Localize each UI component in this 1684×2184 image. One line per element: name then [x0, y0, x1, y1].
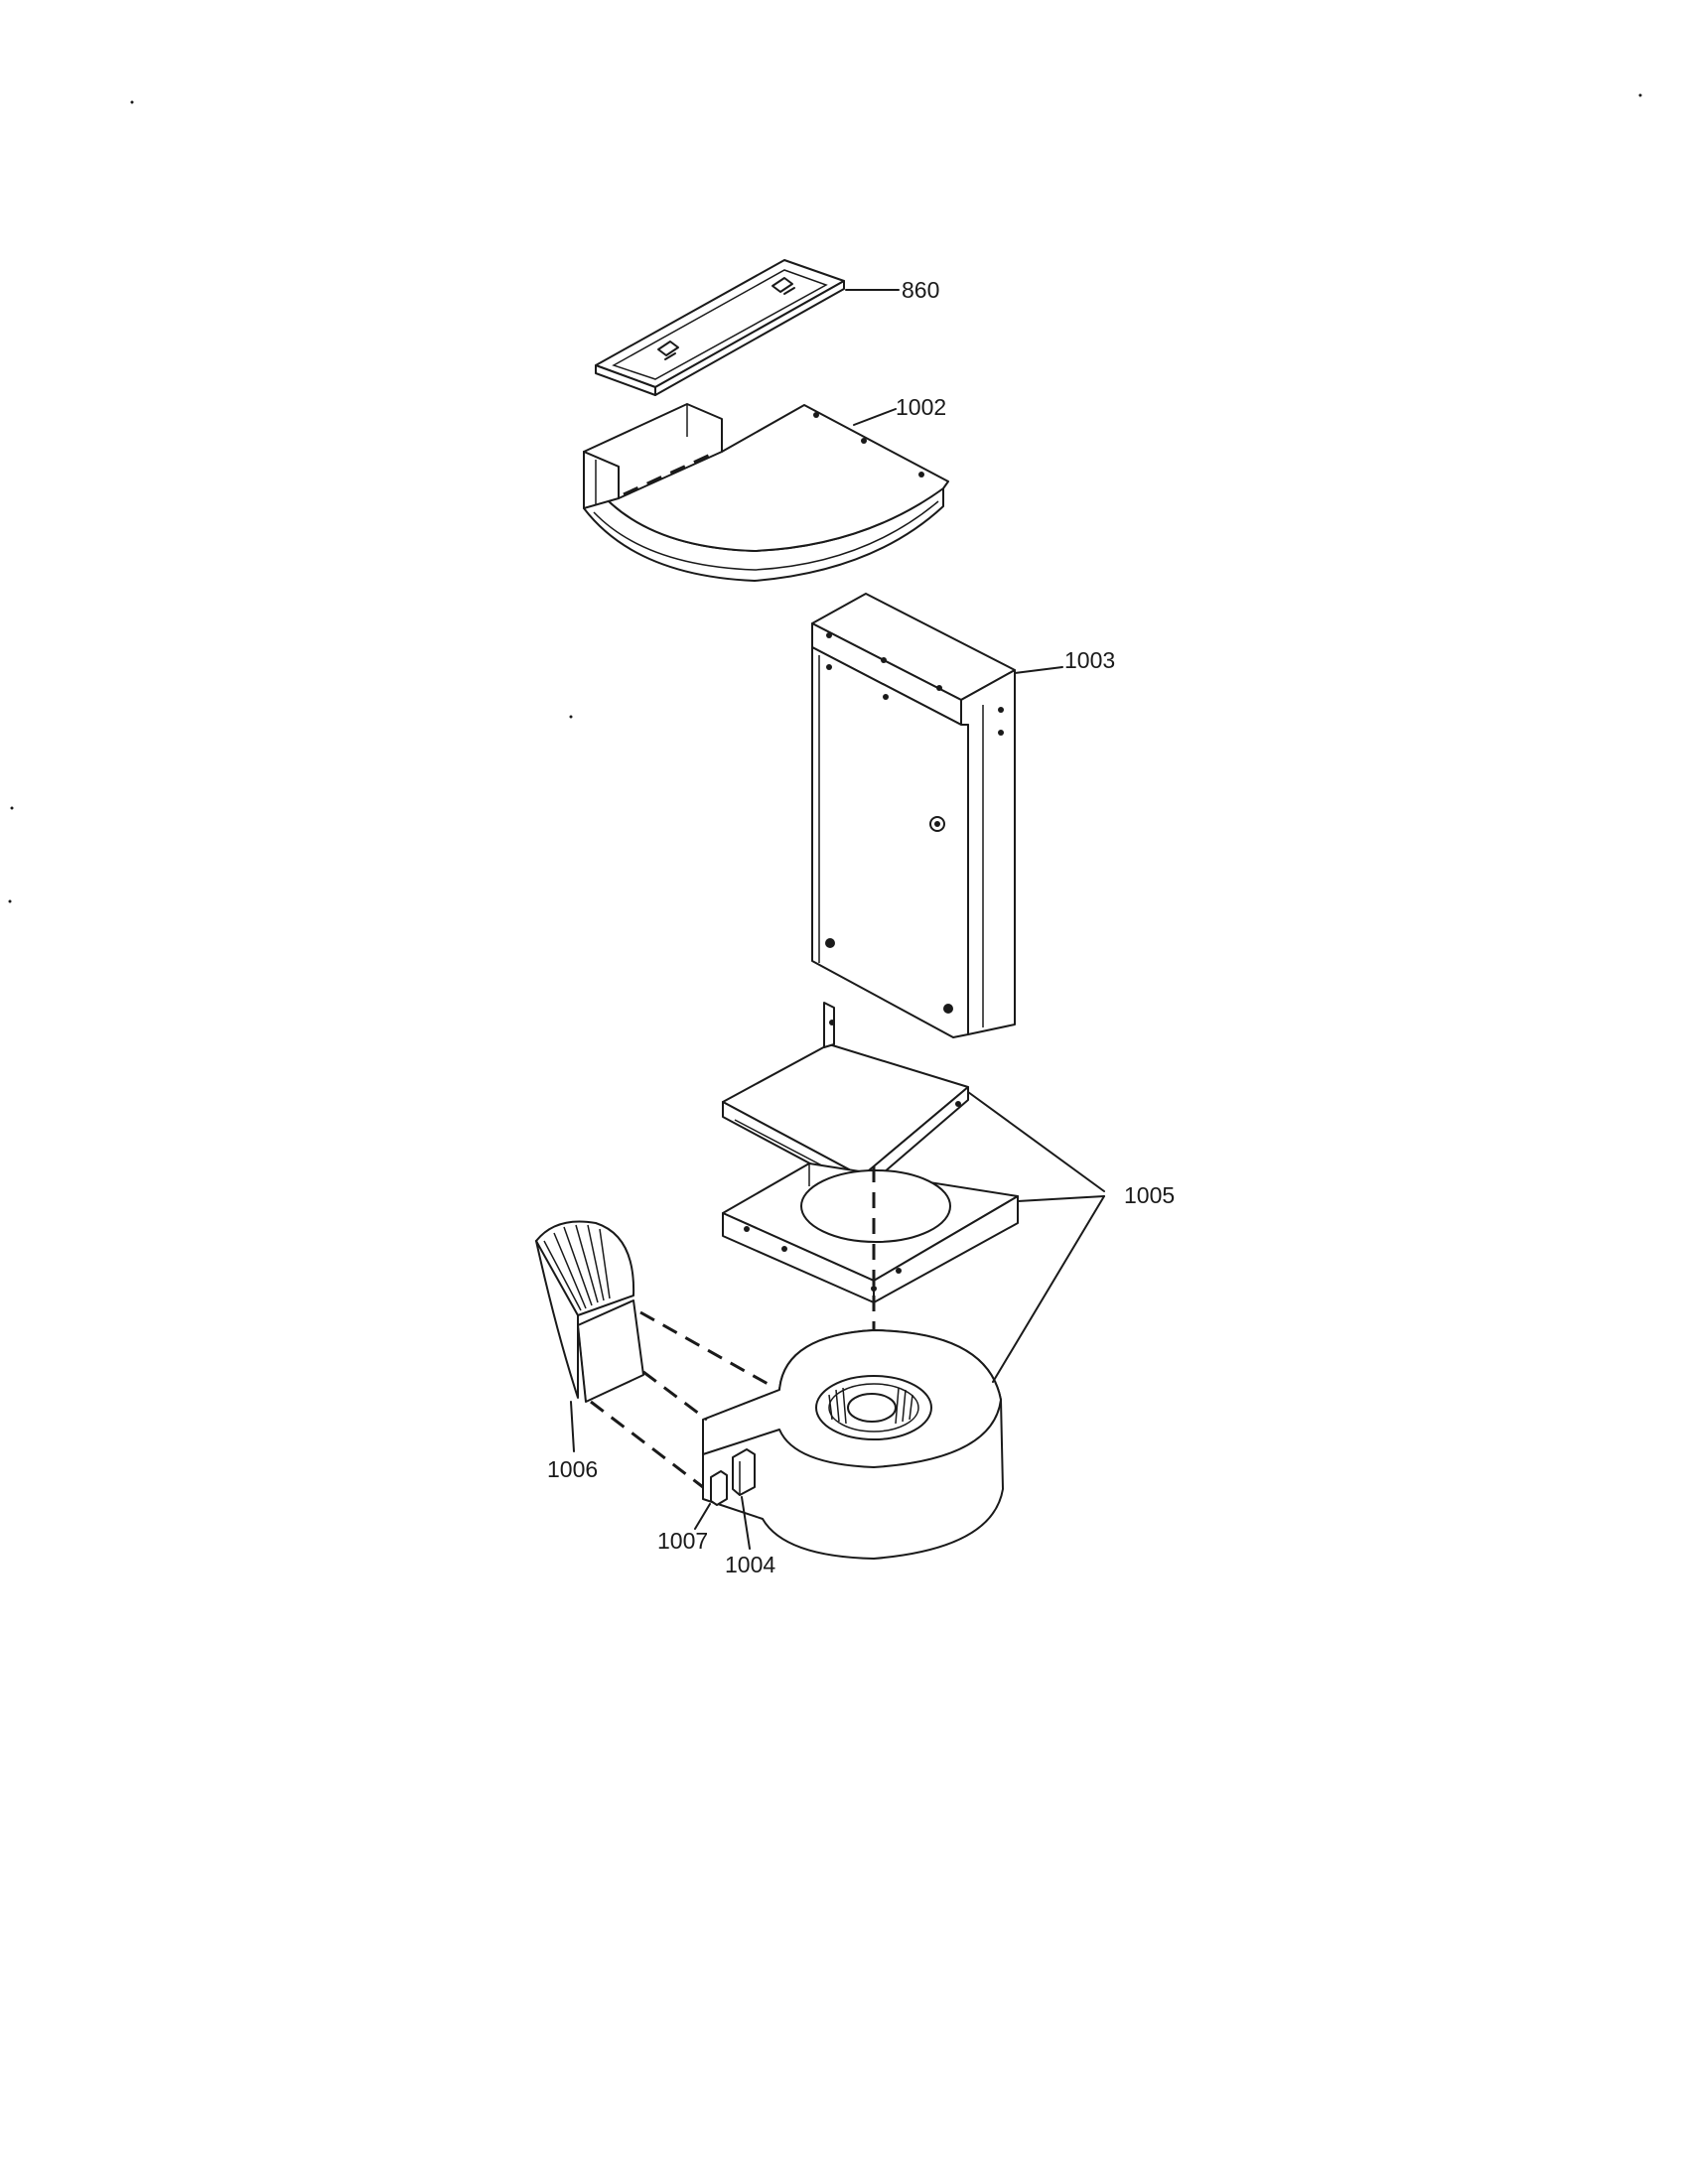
label-1004: 1004 [725, 1552, 775, 1577]
damper-connection-dashes [590, 1310, 771, 1489]
part-labels: 860 1002 1003 1005 1006 1007 1004 [547, 277, 1175, 1577]
part-860-filter-plate [595, 259, 845, 396]
label-1007: 1007 [657, 1528, 708, 1554]
label-1002: 1002 [896, 394, 946, 420]
blower-housing [702, 1329, 1004, 1560]
part-1002-top-duct [583, 403, 949, 582]
part-1003-cabinet [811, 593, 1016, 1038]
label-1006: 1006 [547, 1456, 598, 1482]
label-1005: 1005 [1124, 1182, 1175, 1208]
part-1007-switch [710, 1470, 728, 1506]
scan-specks [8, 93, 1642, 903]
part-1005-lower-plate [722, 1162, 1019, 1303]
leader-lines [570, 289, 1105, 1550]
part-1005-upper-plate [722, 1002, 969, 1192]
label-860: 860 [902, 277, 939, 303]
part-1004-switch [732, 1448, 756, 1496]
label-1003: 1003 [1064, 647, 1115, 673]
part-1006-damper [535, 1220, 644, 1403]
